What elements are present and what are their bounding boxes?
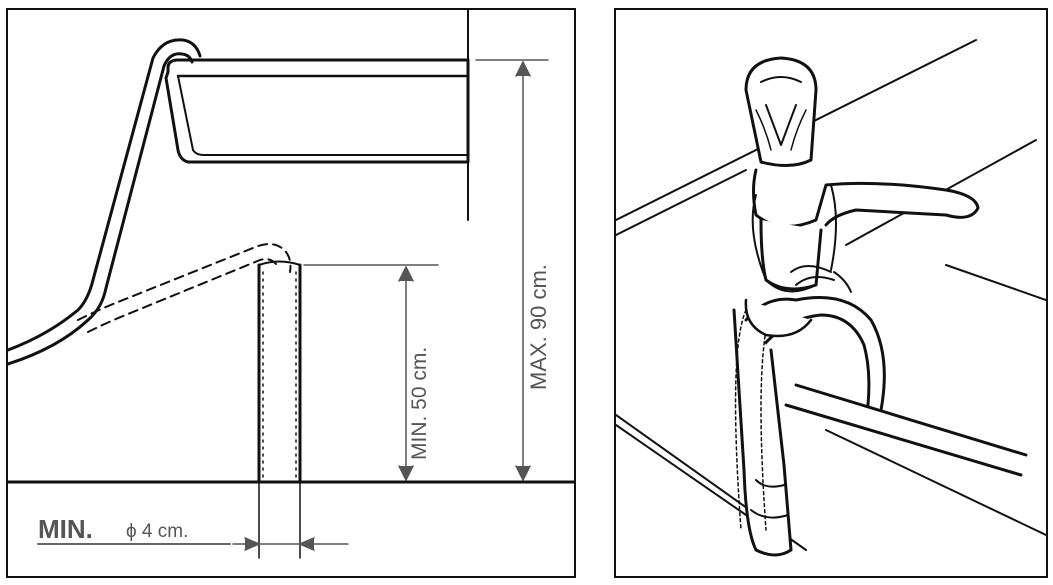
min-prefix-label: MIN.: [38, 514, 93, 544]
sink-basin: [166, 10, 468, 220]
hose-tied-to-tap-illustration: [614, 8, 1048, 578]
standpipe: [259, 262, 300, 483]
drain-hose-over-sink: [8, 40, 200, 364]
water-pipe: [786, 385, 1026, 475]
min-height-label: MIN. 50 cm.: [408, 347, 431, 460]
tap-faucet: [746, 58, 978, 289]
max-height-label: MAX. 90 cm.: [526, 264, 551, 390]
height-diagram-drawing: MAX. 90 cm. MIN. 50 cm. MIN. ϕ 4 cm.: [8, 10, 574, 576]
installation-height-diagram: MAX. 90 cm. MIN. 50 cm. MIN. ϕ 4 cm.: [6, 8, 576, 578]
counter-edges: [616, 40, 1046, 550]
tap-hose-drawing: [616, 10, 1046, 576]
diameter-label: ϕ 4 cm.: [126, 521, 188, 542]
